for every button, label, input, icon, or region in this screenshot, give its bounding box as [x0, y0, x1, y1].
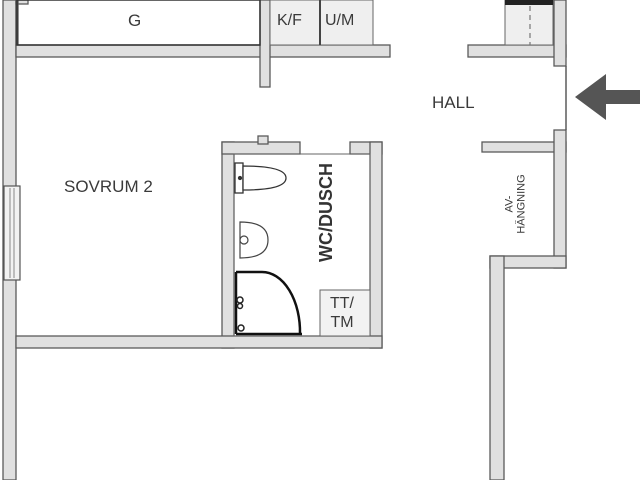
wall-bath-right — [369, 141, 383, 349]
sink-icon — [239, 221, 269, 259]
entrance-arrow-icon — [575, 74, 640, 120]
wall-g-kf — [259, 0, 271, 88]
tt-line1: TT/ — [330, 295, 354, 312]
wall-right-top — [553, 0, 567, 67]
room-label-g: G — [128, 11, 142, 30]
wall-av-right — [553, 129, 567, 269]
room-label-avhangning: AV- HÄNGNING — [504, 174, 528, 233]
room-label-tt-tm: TT/ TM — [330, 294, 354, 332]
wall-right-lower — [489, 255, 505, 481]
toilet-icon — [234, 162, 287, 194]
washer-dryer-box — [319, 289, 371, 337]
wall-sovrum-bottom — [15, 335, 383, 349]
av-line1: AV- — [503, 195, 516, 213]
shower-icon — [234, 270, 302, 336]
room-label-sovrum-2: SOVRUM 2 — [64, 177, 153, 196]
room-label-um: U/M — [325, 12, 355, 29]
cabinet-um — [319, 0, 374, 46]
room-label-wc-dusch: WC/DUSCH — [316, 163, 336, 262]
wall-bath-left — [221, 141, 235, 349]
tt-line2: TM — [330, 314, 354, 331]
wall-closet-bottom — [467, 44, 567, 58]
cabinet-kf — [269, 0, 321, 46]
room-g-outline — [16, 0, 261, 46]
wall-g-bottom — [15, 44, 391, 58]
av-line2: HÄNGNING — [515, 174, 528, 234]
room-label-hall: HALL — [432, 93, 475, 112]
closet — [504, 0, 554, 46]
window-left — [3, 185, 21, 281]
room-label-kf: K/F — [277, 12, 302, 29]
